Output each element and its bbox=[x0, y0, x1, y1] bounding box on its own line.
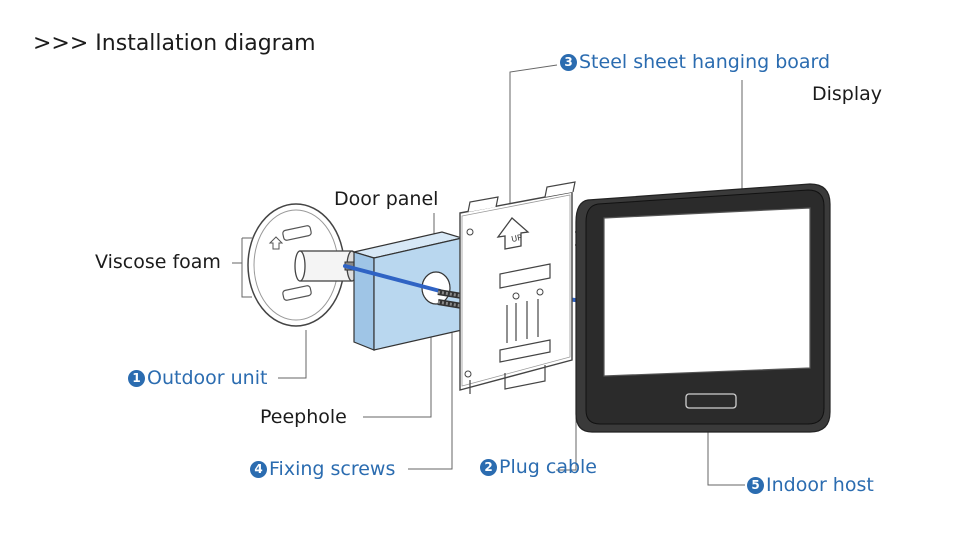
label-text: Outdoor unit bbox=[147, 367, 268, 389]
leader-viscose-foam bbox=[232, 237, 252, 298]
label-text: Fixing screws bbox=[269, 458, 396, 480]
leader-peephole bbox=[363, 300, 432, 418]
label-viscose-foam: Viscose foam bbox=[95, 251, 221, 273]
outdoor-unit-graphic bbox=[247, 203, 361, 327]
leader-steel-sheet bbox=[509, 64, 558, 205]
steel-sheet-plate bbox=[459, 191, 573, 391]
up-arrow-icon bbox=[496, 217, 530, 250]
number-badge: 1 bbox=[128, 370, 145, 387]
label-door-panel: Door panel bbox=[334, 188, 439, 210]
steel-sheet-graphic: UP bbox=[459, 181, 581, 394]
page-title: >>> Installation diagram bbox=[33, 31, 316, 56]
number-badge: 3 bbox=[560, 54, 577, 71]
number-badge: 5 bbox=[747, 477, 764, 494]
door-panel-graphic bbox=[351, 231, 465, 351]
home-button bbox=[685, 393, 737, 409]
plate-up-marking: UP bbox=[511, 233, 523, 244]
label-peephole: Peephole bbox=[260, 406, 347, 428]
leader-fixing-screws bbox=[408, 296, 453, 470]
label-text: Steel sheet hanging board bbox=[579, 51, 831, 73]
leader-outdoor-unit bbox=[278, 330, 307, 379]
label-text: Plug cable bbox=[499, 456, 597, 478]
number-badge: 4 bbox=[250, 461, 267, 478]
number-badge: 2 bbox=[480, 459, 497, 476]
label-display: Display bbox=[812, 83, 883, 105]
label-text: Indoor host bbox=[766, 474, 874, 496]
indoor-host-graphic bbox=[575, 183, 831, 433]
display-screen bbox=[603, 207, 811, 377]
fixing-screws-graphic bbox=[437, 289, 463, 309]
